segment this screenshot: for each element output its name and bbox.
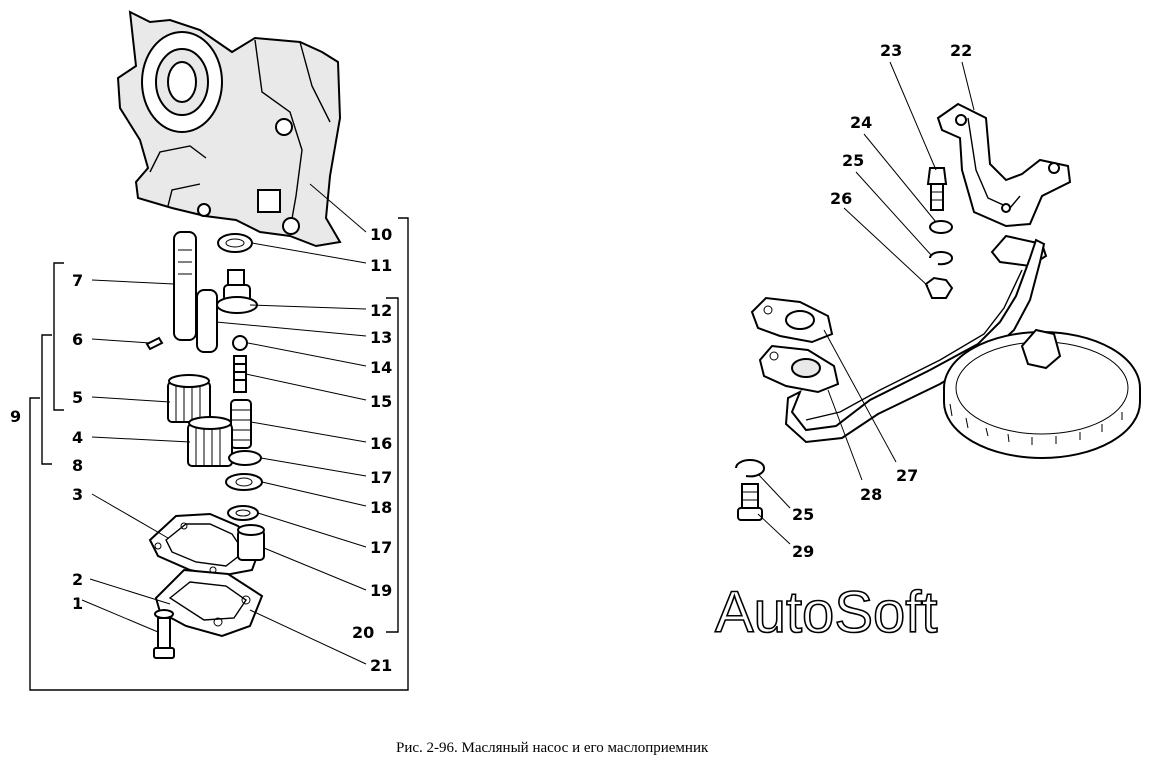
watermark-autosoft: AutoSoft xyxy=(715,580,937,645)
part-14-ball xyxy=(232,335,248,351)
callout-23: 23 xyxy=(880,41,902,60)
part-26-nut xyxy=(924,276,954,299)
part-11-washer xyxy=(217,233,253,253)
callout-9: 9 xyxy=(10,407,21,426)
callout-13: 13 xyxy=(370,328,392,347)
callout-21: 21 xyxy=(370,656,392,675)
part-17-washer-lower xyxy=(227,505,259,521)
callout-29: 29 xyxy=(792,542,814,561)
callout-3: 3 xyxy=(72,485,83,504)
part-1-bolt xyxy=(153,617,175,659)
figure-caption: Рис. 2-96. Масляный насос и его маслопри… xyxy=(396,740,709,756)
callout-27: 27 xyxy=(896,466,918,485)
group-brackets xyxy=(29,217,409,691)
part-28-flange xyxy=(758,344,840,394)
callout-22: 22 xyxy=(950,41,972,60)
part-15-spring xyxy=(233,355,247,393)
callout-28: 28 xyxy=(860,485,882,504)
callout-7: 7 xyxy=(72,271,83,290)
part-29-bolt xyxy=(737,483,763,521)
part-6-pin xyxy=(145,336,164,351)
callout-14: 14 xyxy=(370,358,392,377)
part-25-spring-washer xyxy=(929,251,953,266)
part-4-driven-gear xyxy=(187,416,233,467)
part-23-bolt xyxy=(926,167,948,211)
part-18-seal xyxy=(225,473,263,491)
part-13-driven-shaft xyxy=(196,289,218,353)
part-7-drive-shaft xyxy=(173,231,197,341)
part-17-washer-upper xyxy=(228,450,262,466)
callout-25-upper: 25 xyxy=(842,151,864,170)
callout-4: 4 xyxy=(72,428,83,447)
part-19-fitting xyxy=(237,524,265,561)
part-2-washer xyxy=(154,609,174,619)
callout-10: 10 xyxy=(370,225,392,244)
part-24-washer xyxy=(929,220,953,234)
callout-18: 18 xyxy=(370,498,392,517)
callout-19: 19 xyxy=(370,581,392,600)
part-22-bracket xyxy=(936,102,1072,228)
callout-25-lower: 25 xyxy=(792,505,814,524)
part-27-flange-gasket xyxy=(750,296,834,344)
part-5-drive-gear xyxy=(167,374,211,423)
callout-20: 20 xyxy=(352,623,374,642)
part-16-valve-spring xyxy=(230,399,252,449)
part-25-spring-washer-lower xyxy=(735,459,765,478)
oil-strainer xyxy=(943,328,1141,459)
callout-26: 26 xyxy=(830,189,852,208)
part-21-pump-cover xyxy=(154,568,264,638)
callout-11: 11 xyxy=(370,256,392,275)
callout-5: 5 xyxy=(72,388,83,407)
callout-15: 15 xyxy=(370,392,392,411)
callout-17-upper: 17 xyxy=(370,468,392,487)
callout-12: 12 xyxy=(370,301,392,320)
callout-16: 16 xyxy=(370,434,392,453)
callout-24: 24 xyxy=(850,113,872,132)
callout-17-lower: 17 xyxy=(370,538,392,557)
engine-block-housing-part xyxy=(116,10,342,248)
callout-2: 2 xyxy=(72,570,83,589)
callout-1: 1 xyxy=(72,594,83,613)
callout-6: 6 xyxy=(72,330,83,349)
left-leader-lines xyxy=(81,183,367,665)
part-12-plug xyxy=(216,269,258,314)
right-leader-lines xyxy=(757,61,975,545)
callout-8: 8 xyxy=(72,456,83,475)
